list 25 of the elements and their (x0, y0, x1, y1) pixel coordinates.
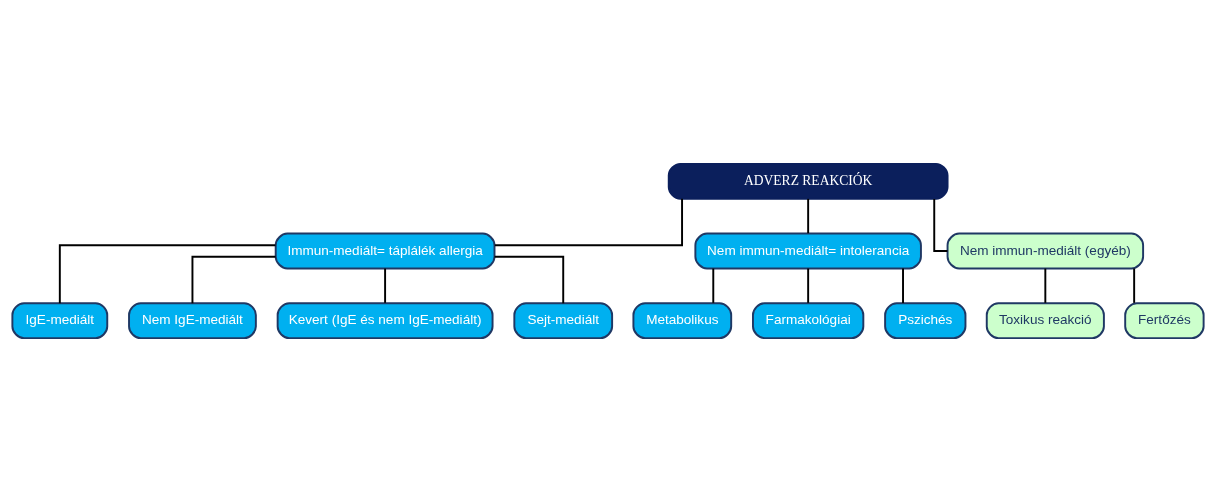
connector (712, 267, 715, 304)
node-box: Nem IgE-mediált (128, 301, 257, 339)
node-box: Farmakológiai (752, 301, 865, 339)
connector (807, 267, 810, 304)
node-box: Toxikus reakció (985, 301, 1105, 339)
connector (1044, 267, 1047, 304)
connector (493, 197, 684, 246)
connector (1133, 267, 1136, 304)
node-box: Kevert (IgE és nem IgE-mediált) (276, 301, 494, 339)
node-box: Immun-mediált= táplálék allergia (274, 232, 496, 269)
connector (933, 197, 949, 252)
node-box: Pszichés (884, 301, 967, 339)
node-box: Nem immun-mediált (egyéb) (946, 232, 1145, 269)
connector (902, 267, 904, 304)
node-box: IgE-mediált (11, 301, 109, 339)
node-box: Fertőzés (1124, 301, 1205, 339)
connector (807, 197, 810, 234)
node-box: Sejt-mediált (513, 301, 614, 339)
node-box: Metabolikus (632, 301, 733, 339)
connector (493, 255, 565, 304)
connector (191, 255, 277, 304)
connector (384, 267, 387, 304)
connector (58, 243, 277, 304)
node-box: ADVERZ REAKCIÓK (667, 162, 949, 200)
node-box: Nem immun-mediált= intolerancia (694, 232, 922, 269)
